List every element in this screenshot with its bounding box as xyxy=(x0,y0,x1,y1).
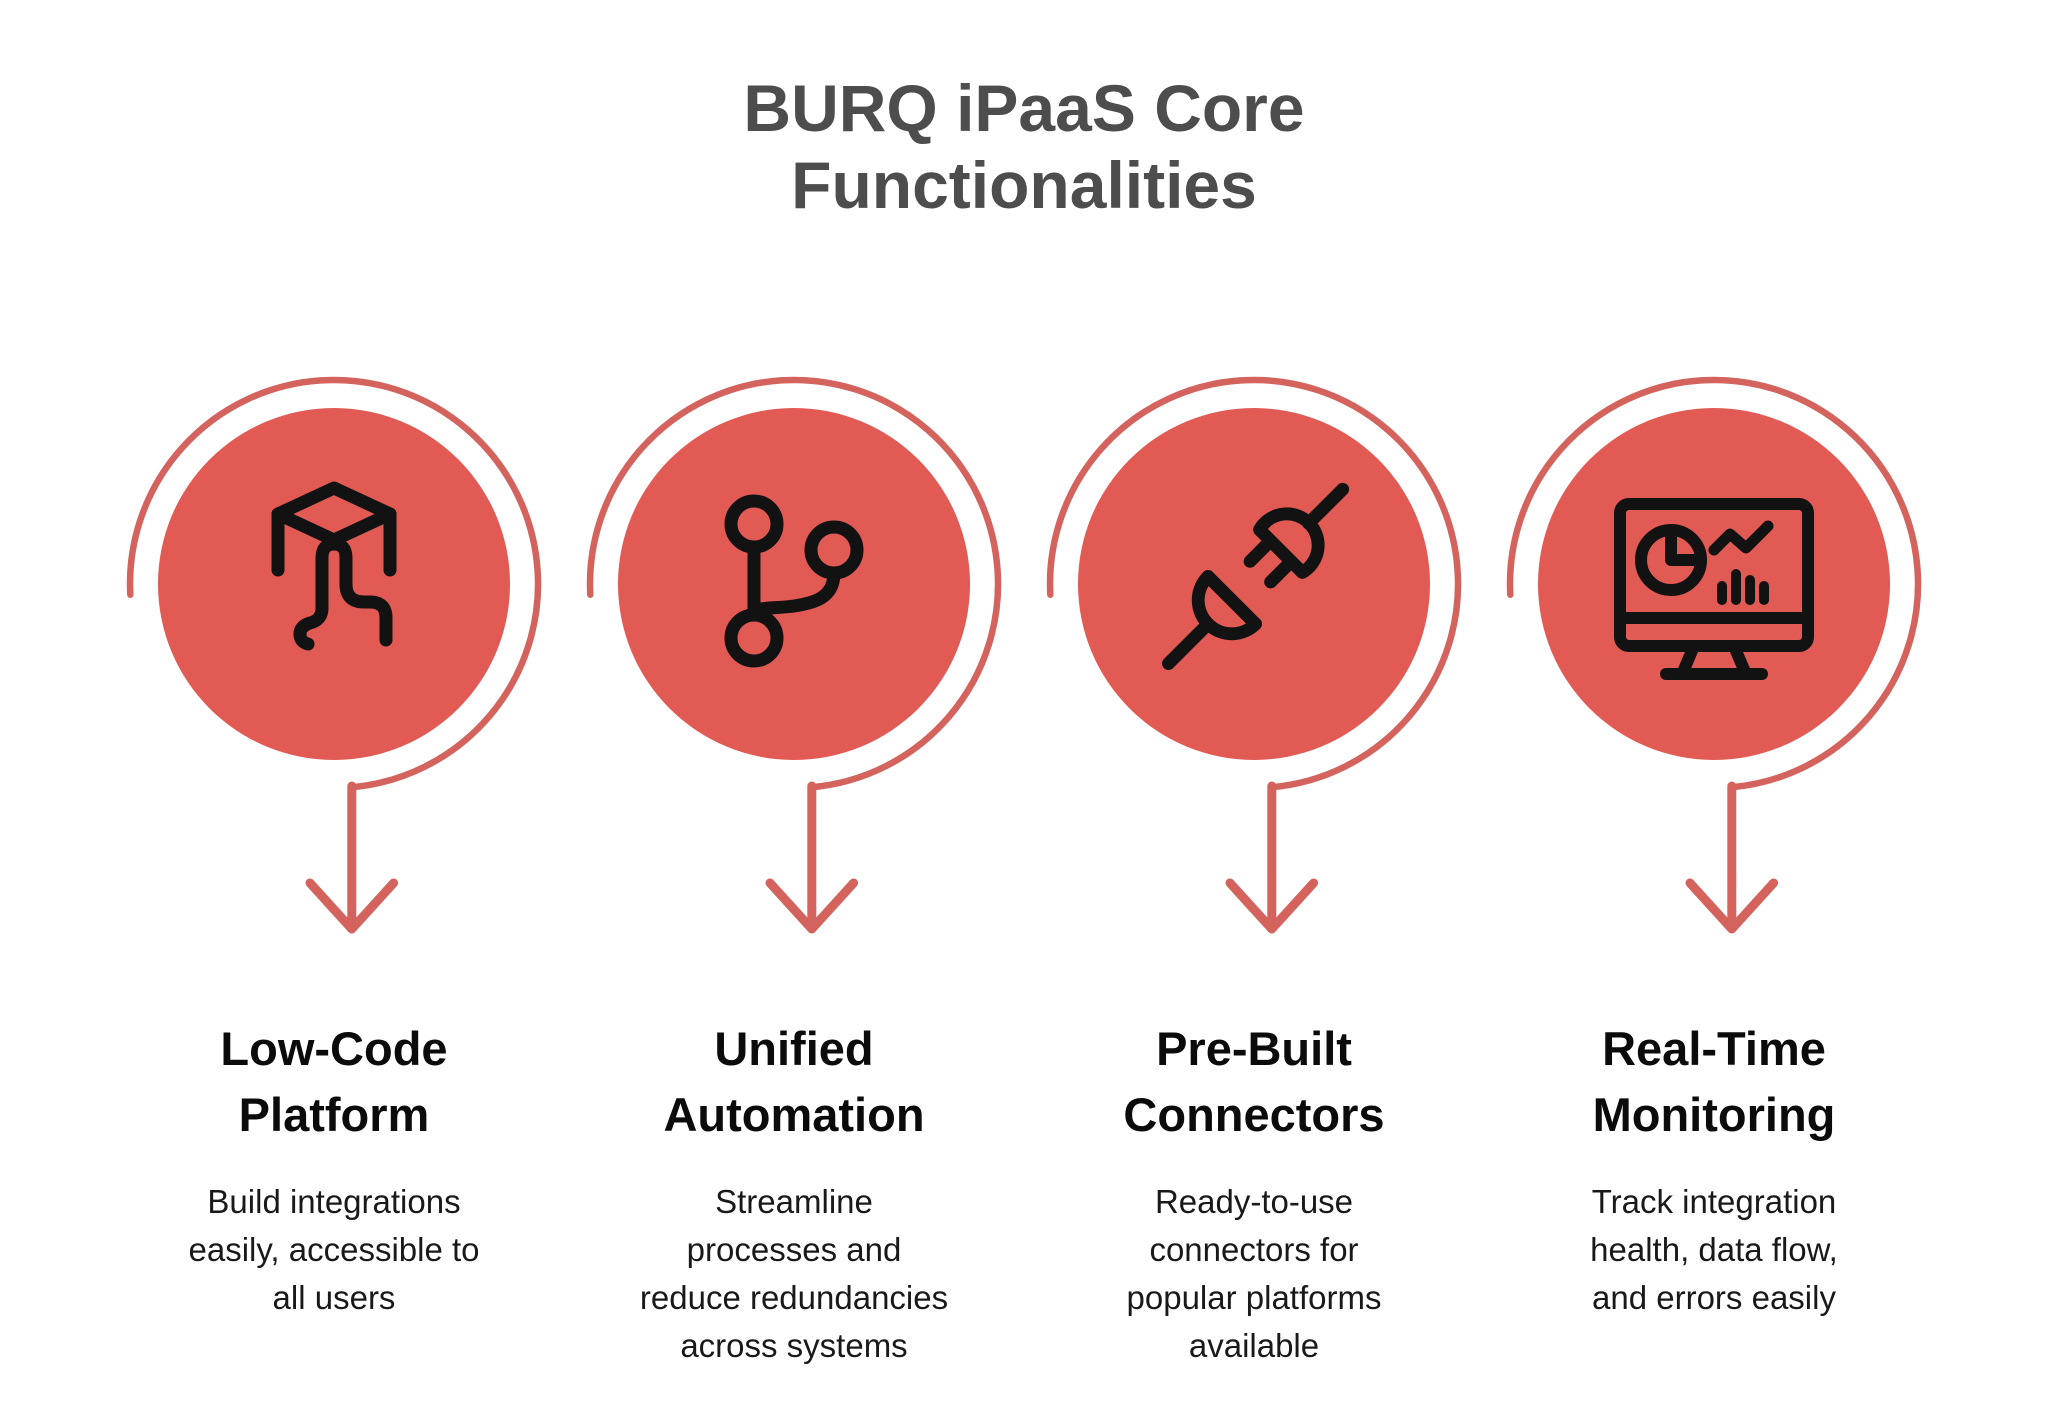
feature-title: Real-Time Monitoring xyxy=(1592,1022,1836,1142)
circle-arrow-graphic xyxy=(1046,377,1462,934)
circle-arrow-graphic xyxy=(1506,377,1922,934)
feature-unit-unified-automation: Unified Automation Streamline processes … xyxy=(564,284,1024,1369)
features-row: Low-Code Platform Build integrations eas… xyxy=(0,284,2048,1369)
circle-arrow-graphic xyxy=(126,377,542,934)
down-arrow-icon xyxy=(305,781,399,934)
red-circle xyxy=(618,408,970,761)
ring-arc xyxy=(126,377,542,791)
red-circle xyxy=(1538,408,1890,761)
tap-cube-icon xyxy=(271,481,397,651)
feature-unit-real-time-monitoring: Real-Time Monitoring Track integration h… xyxy=(1484,284,1944,1369)
red-circle xyxy=(1078,408,1430,761)
feature-description: Track integration health, data flow, and… xyxy=(1590,1183,1838,1316)
feature-description: Ready-to-use connectors for popular plat… xyxy=(1126,1183,1382,1364)
down-arrow-icon xyxy=(765,781,859,934)
feature-unit-pre-built-connectors: Pre-Built Connectors Ready-to-use connec… xyxy=(1024,284,1484,1369)
monitor-dashboard-icon xyxy=(1614,498,1814,681)
git-branch-icon xyxy=(724,494,864,668)
ring-arc xyxy=(586,377,1002,791)
feature-title: Pre-Built Connectors xyxy=(1123,1022,1385,1142)
page-title: BURQ iPaaS Core Functionalities xyxy=(743,71,1305,223)
ring-arc xyxy=(1046,377,1462,791)
feature-title: Low-Code Platform xyxy=(220,1022,448,1142)
circle-arrow-graphic xyxy=(586,377,1002,934)
feature-unit-low-code: Low-Code Platform Build integrations eas… xyxy=(104,284,564,1369)
plug-connectors-icon xyxy=(1162,483,1350,671)
red-circle xyxy=(158,408,510,761)
feature-title: Unified Automation xyxy=(663,1022,925,1142)
ring-arc xyxy=(1506,377,1922,791)
feature-description: Streamline processes and reduce redundan… xyxy=(639,1183,949,1364)
down-arrow-icon xyxy=(1225,781,1319,934)
feature-description: Build integrations easily, accessible to… xyxy=(188,1183,480,1316)
down-arrow-icon xyxy=(1685,781,1779,934)
